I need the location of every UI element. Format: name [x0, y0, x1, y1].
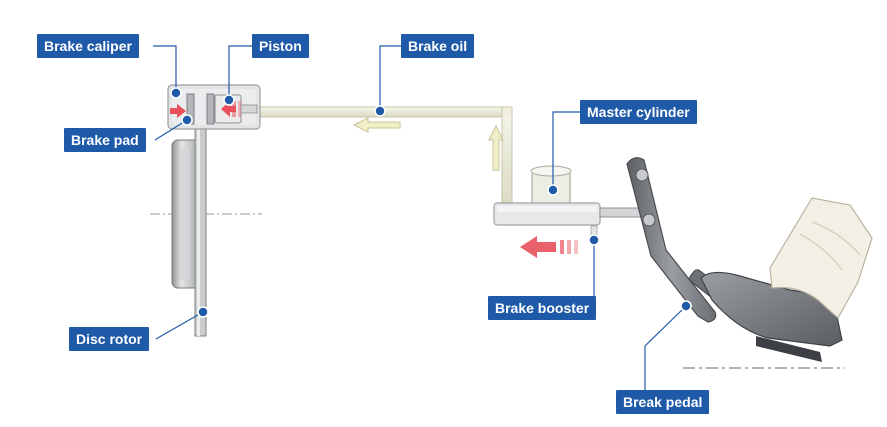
leader-piston [228, 45, 252, 100]
leader-disc-rotor [155, 311, 204, 340]
master-cylinder-shape [493, 165, 643, 241]
label-brake-pad: Brake pad [64, 128, 146, 152]
label-master-cylinder: Master cylinder [580, 100, 697, 124]
leader-break-pedal [644, 305, 687, 401]
flow-arrow-left [352, 117, 401, 133]
disc-rotor-shape [171, 99, 207, 337]
leader-dots [170, 87, 692, 318]
leader-master-cylinder [552, 111, 580, 190]
flow-arrow-up [488, 124, 504, 171]
leader-brake-pad [154, 119, 188, 141]
label-brake-oil: Brake oil [401, 34, 475, 58]
brake-caliper-shape [167, 84, 261, 130]
booster-force-arrow [520, 236, 578, 258]
driver-foot-shape [700, 197, 873, 362]
label-disc-rotor: Disc rotor [69, 327, 150, 351]
leader-brake-oil [379, 45, 401, 111]
label-brake-caliper: Brake caliper [37, 34, 139, 58]
leader-brake-caliper [153, 45, 177, 93]
label-piston: Piston [252, 34, 309, 58]
label-break-pedal: Break pedal [616, 390, 710, 414]
label-brake-booster: Brake booster [488, 296, 597, 320]
